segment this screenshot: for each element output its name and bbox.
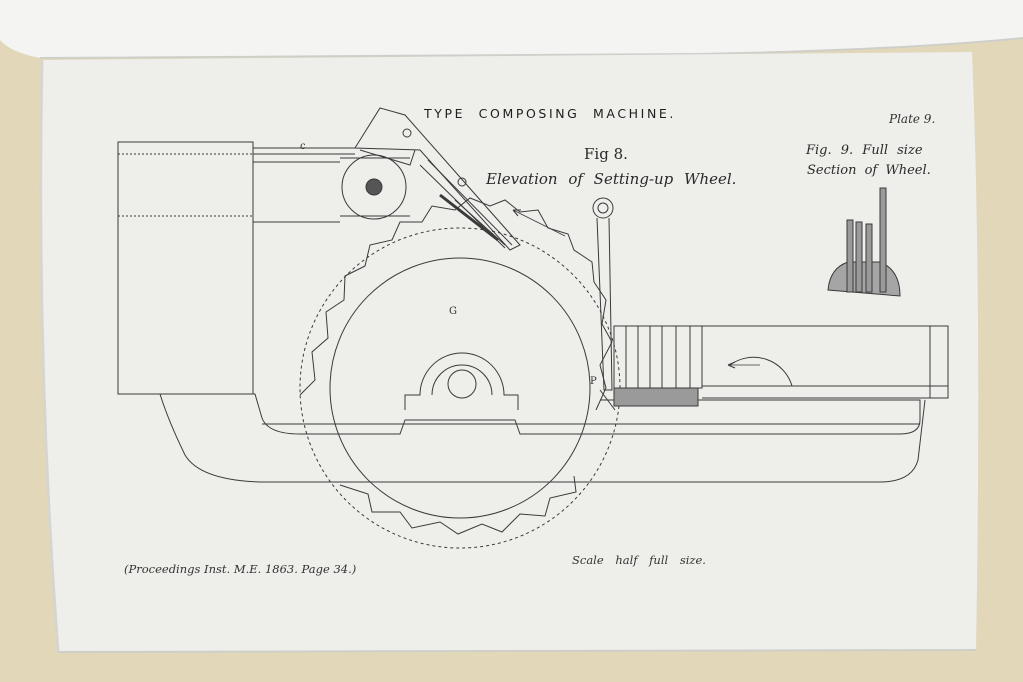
label-chute-c: c — [300, 141, 306, 152]
plate-title: TYPE COMPOSING MACHINE. — [424, 106, 676, 121]
elevation-drawing — [117, 107, 949, 549]
figure9-caption: Section of Wheel. — [807, 163, 931, 178]
bed-bottom — [159, 393, 926, 483]
label-wheel-g: G — [449, 306, 457, 317]
lever-eye — [592, 197, 614, 219]
wheel-axle — [447, 369, 477, 399]
figure8-caption: Elevation of Setting-up Wheel. — [486, 170, 737, 188]
feed-roller — [341, 154, 407, 220]
scale-note: Scale half full size. — [572, 553, 706, 567]
plate-number: Plate 9. — [889, 112, 936, 126]
figure8-heading: Fig 8. — [584, 145, 628, 163]
proceedings-reference: (Proceedings Inst. M.E. 1863. Page 34.) — [124, 562, 357, 576]
wheel-hub — [404, 352, 519, 410]
label-pawl-p: P — [590, 376, 597, 387]
plate-page — [40, 52, 979, 652]
ratchet-teeth-bottom — [339, 475, 577, 535]
figure9-heading: Fig. 9. Full size — [806, 143, 923, 158]
wheel-inner-rim — [329, 257, 591, 519]
previous-page-curl — [0, 0, 1023, 58]
type-chute — [354, 107, 521, 251]
ratchet-teeth-top — [299, 197, 613, 411]
wheel-section-figure — [827, 187, 901, 297]
